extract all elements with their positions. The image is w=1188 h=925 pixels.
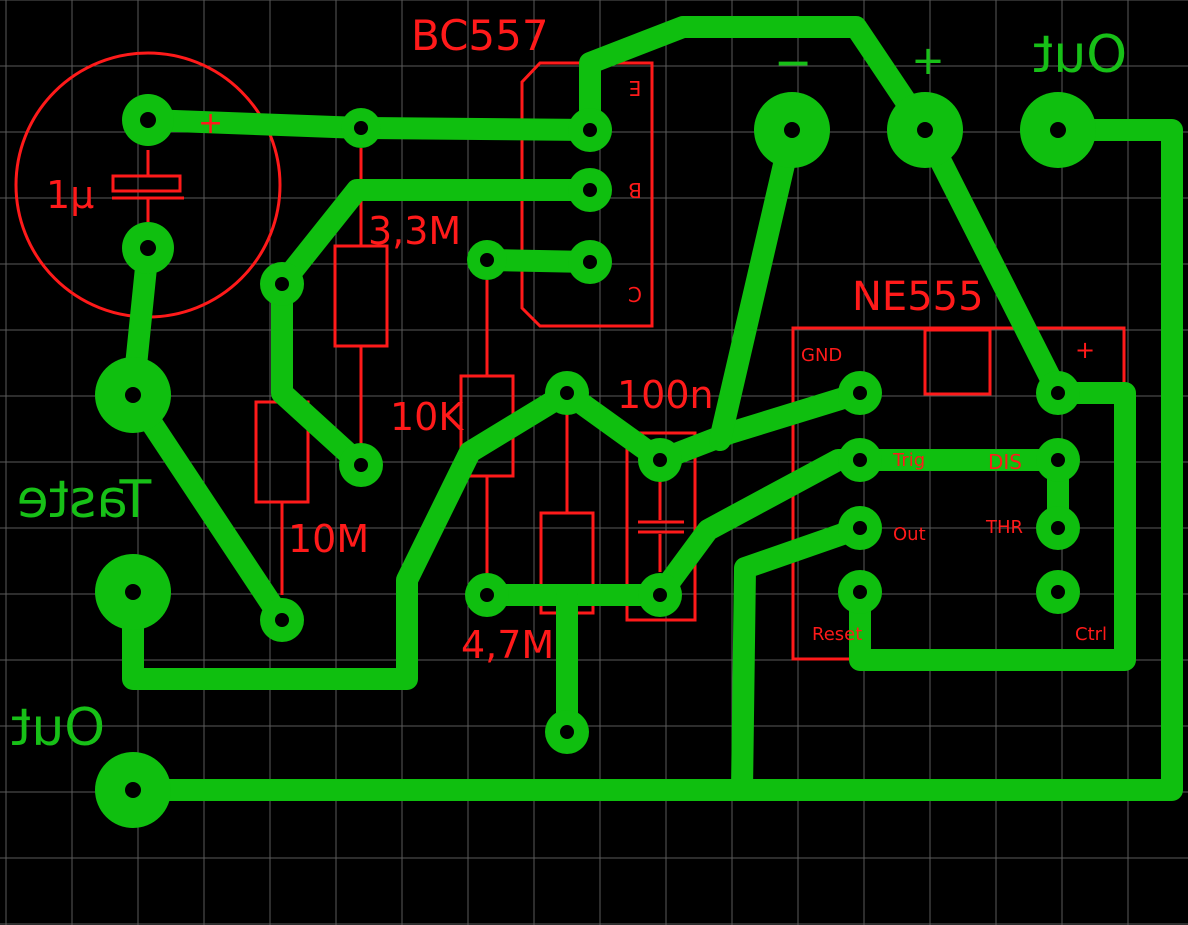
pin-dis-label: DIS — [988, 450, 1022, 474]
trace — [849, 382, 1136, 671]
resistor-10k-label: 10K — [390, 395, 464, 439]
capacitor-100n-outline — [625, 431, 697, 622]
drill-hole — [354, 458, 368, 472]
ne555-notch — [923, 328, 992, 396]
pin-gnd-label: GND — [801, 345, 842, 366]
drill-hole — [1051, 453, 1065, 467]
drill-hole — [853, 521, 867, 535]
drill-hole — [125, 584, 141, 600]
drill-hole — [853, 585, 867, 599]
bc557-label: BC557 — [411, 11, 549, 60]
drill-hole — [275, 613, 289, 627]
out-top-label: Out — [1033, 25, 1127, 85]
drill-hole — [354, 121, 368, 135]
drill-hole — [583, 255, 597, 269]
drill-hole — [480, 588, 494, 602]
trace — [709, 119, 803, 451]
resistor-10m-label: 10M — [288, 517, 369, 561]
drill-hole — [560, 386, 574, 400]
pin-b-label: B — [628, 178, 642, 202]
resistor-4-7m-label: 4,7M — [461, 623, 554, 667]
trace — [731, 517, 871, 801]
trace — [579, 16, 936, 141]
pin-thr-label: THR — [985, 517, 1023, 538]
trace — [122, 382, 871, 690]
ne555-label: NE555 — [852, 274, 984, 320]
drill-hole — [583, 123, 597, 137]
pin-trig-label: Trig — [892, 450, 925, 471]
drill-hole — [140, 112, 156, 128]
drill-hole — [275, 277, 289, 291]
drill-hole — [653, 588, 667, 602]
pin-c-label: C — [628, 282, 642, 306]
drill-hole — [125, 782, 141, 798]
drill-hole — [560, 725, 574, 739]
resistor-3-3m-label: 3,3M — [368, 209, 461, 253]
drill-hole — [140, 240, 156, 256]
trace — [122, 119, 1183, 801]
pin-e-label: E — [629, 76, 642, 100]
drill-hole — [1051, 521, 1065, 535]
copper-traces — [122, 16, 1183, 801]
capacitor-plus-label: + — [198, 106, 223, 141]
drill-hole — [653, 453, 667, 467]
capacitor-100n-label: 100n — [617, 373, 714, 417]
drill-hole — [480, 253, 494, 267]
drill-hole — [1050, 122, 1066, 138]
pin-out-label: Out — [893, 524, 926, 545]
trace — [914, 119, 1069, 404]
drill-hole — [583, 183, 597, 197]
drill-hole — [853, 453, 867, 467]
copper-pads — [95, 92, 1096, 828]
drill-hole — [1051, 585, 1065, 599]
drill-hole — [1051, 386, 1065, 400]
copper-text: − + Out Taste Out — [11, 25, 1127, 758]
pin-plus-label: + — [1075, 336, 1095, 364]
drill-hole — [784, 122, 800, 138]
pin-ctrl-label: Ctrl — [1075, 624, 1107, 645]
silkscreen-labels: BC557 E B C 1µ + 3,3M 10K 100n 10M 4,7M … — [46, 11, 1107, 667]
drill-hole — [853, 386, 867, 400]
drill-hole — [125, 387, 141, 403]
plus-terminal-label: + — [911, 38, 945, 84]
drill-hole — [917, 122, 933, 138]
minus-terminal-label: − — [774, 35, 813, 89]
taste-label: Taste — [17, 470, 153, 530]
capacitor-1u-label: 1µ — [46, 173, 94, 217]
bc557-outline — [520, 61, 654, 328]
pin-reset-label: Reset — [812, 624, 862, 645]
out-left-label: Out — [11, 698, 105, 758]
